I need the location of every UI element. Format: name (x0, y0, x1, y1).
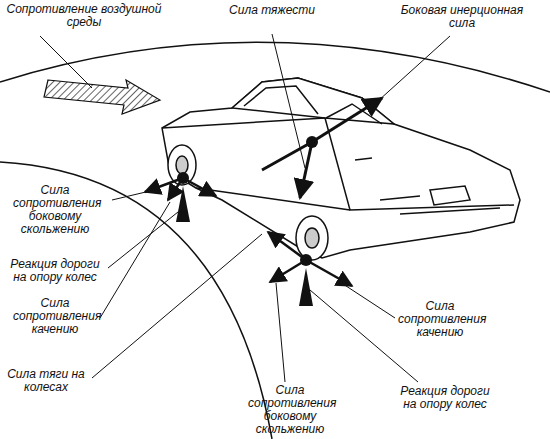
force-label: Реакция дороги на опору колес (395, 385, 495, 411)
leader-line (40, 34, 450, 382)
car-body (162, 78, 520, 258)
reaction-arrow (299, 268, 313, 306)
force-label: Боковая инерционная сила (392, 4, 532, 30)
force-label: Реакция дороги на опору колес (3, 258, 107, 284)
force-label: Сила тяжести (212, 4, 332, 17)
force-label: Сила сопротивления качению (13, 297, 97, 336)
force-label: Сила тяги на колесах (3, 368, 89, 394)
force-label: Сопротивление воздушной среды (3, 3, 165, 29)
force-label: Сила сопротивления боковому скольжению (248, 384, 332, 436)
reaction-arrow (176, 186, 190, 222)
force-arrow (262, 98, 382, 198)
force-arrow (145, 178, 216, 200)
air-arrow (44, 80, 160, 114)
force-arrow (268, 232, 352, 286)
force-label: Сила сопротивления качению (398, 300, 482, 339)
force-label: Сила сопротивления боковому скольжению (13, 184, 97, 236)
